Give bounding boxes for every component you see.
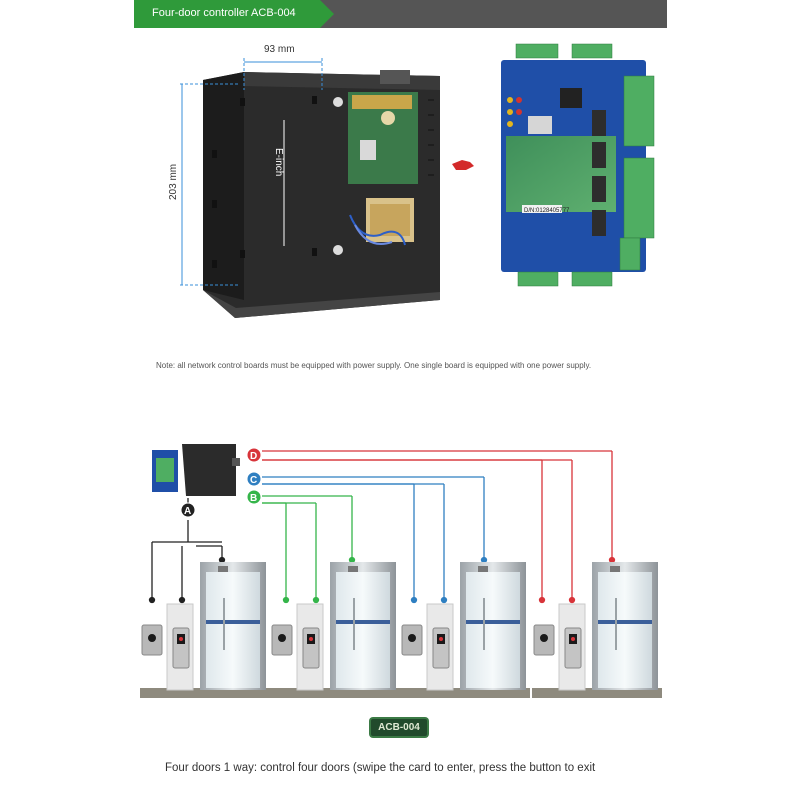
glass-door (598, 572, 652, 688)
badge-b: B (246, 489, 262, 505)
width-dimension (243, 58, 323, 90)
floor (532, 688, 662, 698)
door-stripe (206, 620, 260, 624)
door-stripe (336, 620, 390, 624)
banner-title: Four-door controller ACB-004 (152, 7, 296, 19)
svg-text:C: C (250, 475, 257, 486)
title-banner-arrow (134, 0, 334, 28)
model-label: ACB-004 (371, 719, 427, 736)
exit-button-icon (278, 634, 286, 642)
glass-door (336, 572, 390, 688)
wire-group-d (262, 450, 616, 604)
magnetic-lock (478, 566, 488, 572)
badge-d: D (246, 447, 262, 463)
exit-button-icon (148, 634, 156, 642)
exit-button-icon (540, 634, 548, 642)
glass-door (206, 572, 260, 688)
door-unit (532, 562, 662, 698)
badge-c: C (246, 471, 262, 487)
magnetic-lock (610, 566, 620, 572)
glass-door (466, 572, 520, 688)
magnetic-lock (348, 566, 358, 572)
door-stripe (598, 620, 652, 624)
reader-led (439, 637, 443, 641)
description-text: Four doors 1 way: control four doors (sw… (165, 762, 596, 774)
wire-group-c (262, 476, 488, 604)
badge-a: A (180, 502, 196, 518)
floor (270, 688, 400, 698)
door-stripe (466, 620, 520, 624)
reader-led (571, 637, 575, 641)
exit-button-icon (408, 634, 416, 642)
width-label: 93 mm (264, 44, 295, 55)
reader-led (309, 637, 313, 641)
board-serial: D/N:0128405777 (524, 208, 570, 214)
power-supply-note: Note: all network control boards must be… (156, 361, 592, 370)
reader-led (179, 637, 183, 641)
mini-controller (152, 444, 240, 496)
door-unit (270, 562, 400, 698)
wire-group-b (262, 495, 356, 604)
svg-text:B: B (250, 493, 257, 504)
arrow-icon (452, 160, 474, 170)
svg-text:A: A (184, 506, 191, 517)
magnetic-lock (218, 566, 228, 572)
control-board: D/N:0128405777 (501, 43, 655, 287)
enclosure-box (203, 70, 440, 318)
inner-label: E-inch (273, 148, 284, 176)
svg-text:D: D (250, 451, 257, 462)
height-label: 203 mm (168, 164, 179, 200)
door-unit (400, 562, 530, 698)
wire-group-a (148, 498, 226, 604)
height-dimension (180, 83, 240, 286)
floor (140, 688, 270, 698)
door-unit (140, 562, 270, 698)
floor (400, 688, 530, 698)
